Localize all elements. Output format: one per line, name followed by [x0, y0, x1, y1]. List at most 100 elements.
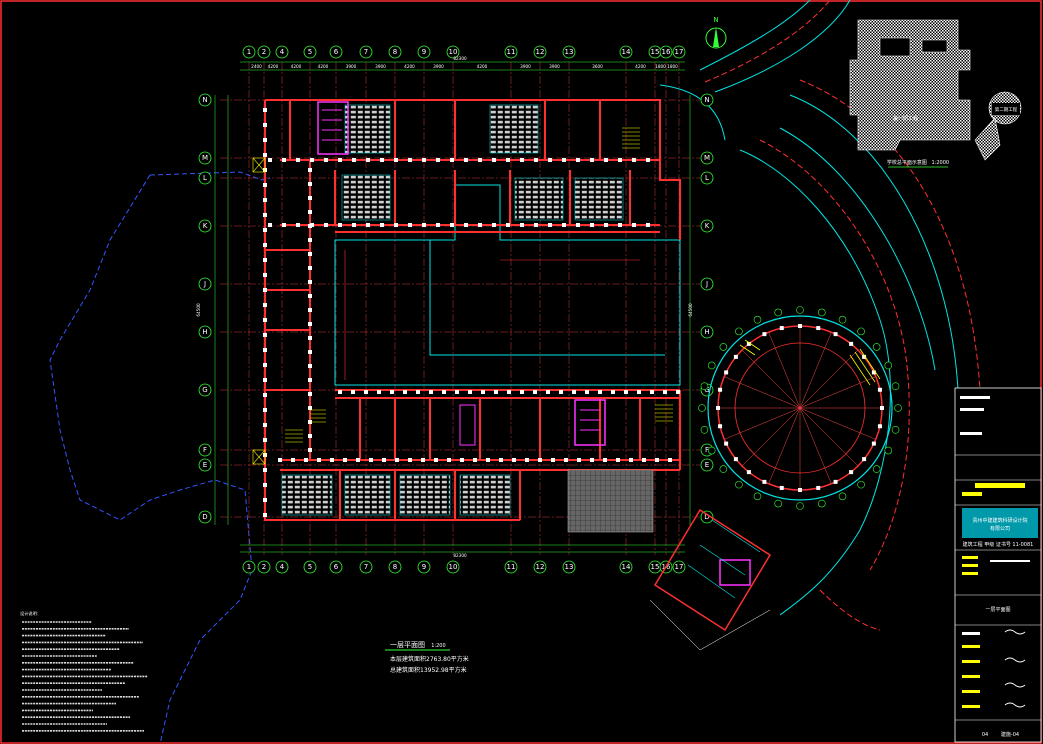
axis-label: 11	[507, 48, 516, 56]
axis-bubble-col-11-top: 11	[504, 45, 518, 59]
top-dim: 4200	[268, 64, 279, 69]
axis-bubble-col-4-bottom: 4	[275, 560, 289, 574]
axis-bubble-col-17-bottom: 17	[672, 560, 686, 574]
axis-label: G	[202, 386, 207, 394]
axis-label: 1	[247, 48, 251, 56]
axis-bubble-col-4-top: 4	[275, 45, 289, 59]
washrooms	[317, 101, 751, 586]
top-dim: 3900	[549, 64, 560, 69]
axis-bubble-col-5-bottom: 5	[303, 560, 317, 574]
plan-title-group: 一层平面图 1:200 本层建筑面积2763.80平方米 总建筑面积13952.…	[385, 641, 469, 674]
axis-bubble-row-H-left: H	[198, 325, 212, 339]
top-dim: 3900	[520, 64, 531, 69]
axis-label: M	[704, 154, 710, 162]
axis-label: 16	[662, 48, 671, 56]
top-dim: 1800	[667, 64, 678, 69]
axis-bubble-col-6-top: 6	[329, 45, 343, 59]
axis-bubble-row-F-left: F	[198, 443, 212, 457]
axis-label: K	[203, 222, 208, 230]
classroom-e3	[399, 474, 451, 516]
axis-bubble-col-7-top: 7	[359, 45, 373, 59]
top-dim: 4200	[318, 64, 329, 69]
site-plan-inset: 第一期工程 第二期工程 学校总平面示意图 1:2000	[849, 19, 1022, 168]
axis-bubble-col-2-top: 2	[257, 45, 271, 59]
axis-bubble-col-1-top: 1	[242, 45, 256, 59]
axis-label: N	[202, 96, 207, 104]
right-total-dim: 64500	[688, 303, 693, 317]
axis-bubble-row-J-left: J	[198, 277, 212, 291]
left-total-dim: 64500	[196, 303, 201, 317]
top-total-dim: 82300	[453, 56, 467, 61]
axis-label: 7	[364, 48, 368, 56]
design-notes: 设计说明：	[20, 610, 148, 732]
firm-sub: 有限公司	[990, 525, 1010, 532]
axis-label: 6	[334, 48, 339, 56]
axis-label: 2	[262, 563, 266, 571]
top-dim: 4200	[404, 64, 415, 69]
axis-label: 4	[280, 48, 285, 56]
axis-bubble-row-K-right: K	[700, 219, 714, 233]
top-dim: 2400	[251, 64, 262, 69]
firm-name: 贵州中建建筑科研设计院	[972, 517, 1027, 524]
axis-bubble-col-13-top: 13	[562, 45, 576, 59]
classroom-desks	[281, 104, 624, 516]
paved-plaza	[567, 469, 654, 533]
axis-label: 2	[262, 48, 266, 56]
classroom-l2	[514, 177, 564, 221]
axis-label: 14	[622, 563, 631, 571]
north-arrow-icon: N	[705, 16, 727, 49]
axis-bubble-row-N-left: N	[198, 93, 212, 107]
axis-bubble-col-13-bottom: 13	[562, 560, 576, 574]
axis-bubble-col-15-bottom: 15	[648, 560, 662, 574]
axis-label: D	[202, 513, 207, 521]
axis-label: E	[203, 461, 207, 469]
classroom-e1	[281, 474, 333, 516]
area-line-2: 总建筑面积13952.98平方米	[390, 666, 467, 674]
axis-label: 6	[334, 563, 339, 571]
classroom-l3	[574, 177, 624, 221]
axis-bubble-col-7-bottom: 7	[359, 560, 373, 574]
axis-label: H	[202, 328, 207, 336]
classroom-n1	[344, 104, 391, 154]
axis-label: M	[202, 154, 208, 162]
axis-bubble-row-M-left: M	[198, 151, 212, 165]
axis-bubble-col-10-top: 10	[446, 45, 460, 59]
top-dim: 1800	[655, 64, 666, 69]
zone-label-1: 第一期工程	[893, 115, 918, 122]
top-dim: 3900	[433, 64, 444, 69]
axis-label: 13	[565, 563, 574, 571]
sheet-name: 一层平面图	[985, 607, 1010, 613]
axis-bubble-row-E-right: E	[700, 458, 714, 472]
circular-hall	[698, 306, 902, 510]
axis-label: N	[704, 96, 709, 104]
axis-label: 17	[675, 563, 684, 571]
notes-title: 设计说明：	[20, 610, 41, 617]
stairs	[252, 127, 673, 465]
firm-cert: 建筑工程 甲级 证书号 11-0081	[963, 541, 1034, 548]
bottom-total-dim: 82300	[453, 553, 467, 558]
axis-bubble-row-L-left: L	[198, 171, 212, 185]
top-dim: 4200	[635, 64, 646, 69]
axis-label: G	[704, 386, 709, 394]
axis-label: 5	[308, 48, 312, 56]
axis-label: L	[203, 174, 207, 182]
top-dim: 4200	[291, 64, 302, 69]
axis-label: 15	[651, 48, 660, 56]
axis-label: L	[705, 174, 709, 182]
axis-label: H	[704, 328, 709, 336]
axis-label: 15	[651, 563, 660, 571]
axis-bubble-col-9-top: 9	[417, 45, 431, 59]
axis-label: J	[203, 280, 206, 288]
title-block: 贵州中建建筑科研设计院 有限公司 建筑工程 甲级 证书号 11-0081 一层平…	[954, 387, 1042, 743]
axis-label: 13	[565, 48, 574, 56]
site-plan-scale: 1:2000	[932, 160, 950, 166]
axis-label: 17	[675, 48, 684, 56]
classroom-e2	[344, 474, 391, 516]
axis-label: F	[203, 446, 207, 454]
axis-bubble-col-8-top: 8	[388, 45, 402, 59]
axis-label: 9	[422, 48, 426, 56]
axis-bubble-col-12-top: 12	[533, 45, 547, 59]
axis-label: 14	[622, 48, 631, 56]
axis-bubble-row-N-right: N	[700, 93, 714, 107]
